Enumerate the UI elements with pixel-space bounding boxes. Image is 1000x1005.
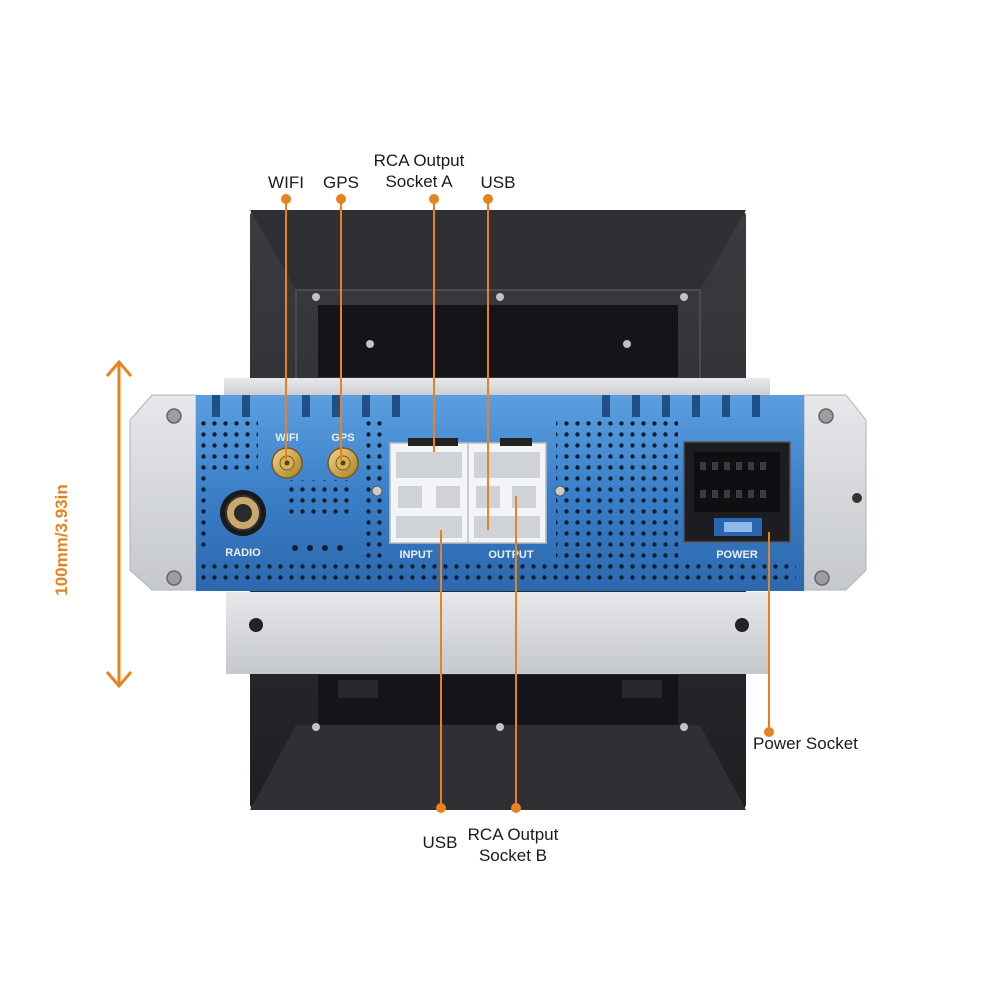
arrow-down-icon — [105, 671, 133, 689]
dimension-label: 100mm/3.93in — [52, 484, 71, 596]
marking-power: POWER — [716, 549, 758, 561]
label-rca-output-a-line1: RCA Output — [373, 151, 465, 170]
arrow-up-icon — [105, 359, 133, 377]
io-connector-block — [389, 438, 547, 544]
marking-gps: GPS — [331, 432, 354, 444]
label-rca-output-a-line2: Socket A — [385, 172, 453, 191]
marking-output: OUTPUT — [488, 549, 534, 561]
mounting-bracket — [129, 378, 867, 674]
power-connector — [683, 441, 791, 543]
marking-radio: RADIO — [225, 547, 261, 559]
label-usb-bottom: USB — [422, 833, 458, 852]
label-rca-output-b: RCA Output Socket B — [460, 824, 566, 866]
gps-connector — [327, 447, 359, 479]
panel-markings: WIFI GPS RADIO INPUT OUTPUT POWER — [225, 432, 758, 561]
marking-input: INPUT — [400, 549, 433, 561]
callout-lines — [281, 194, 774, 813]
label-usb-top: USB — [480, 173, 516, 192]
label-power-socket: Power Socket — [753, 734, 858, 753]
label-rca-output-b-line1: RCA Output — [467, 825, 559, 844]
label-rca-output-b-line2: Socket B — [478, 846, 548, 865]
radio-socket — [220, 490, 266, 536]
indicator-dots — [292, 545, 343, 551]
dimension-arrow — [105, 359, 133, 689]
label-wifi: WIFI — [268, 173, 304, 192]
label-gps: GPS — [323, 173, 359, 192]
label-rca-output-a: RCA Output Socket A — [366, 150, 472, 192]
